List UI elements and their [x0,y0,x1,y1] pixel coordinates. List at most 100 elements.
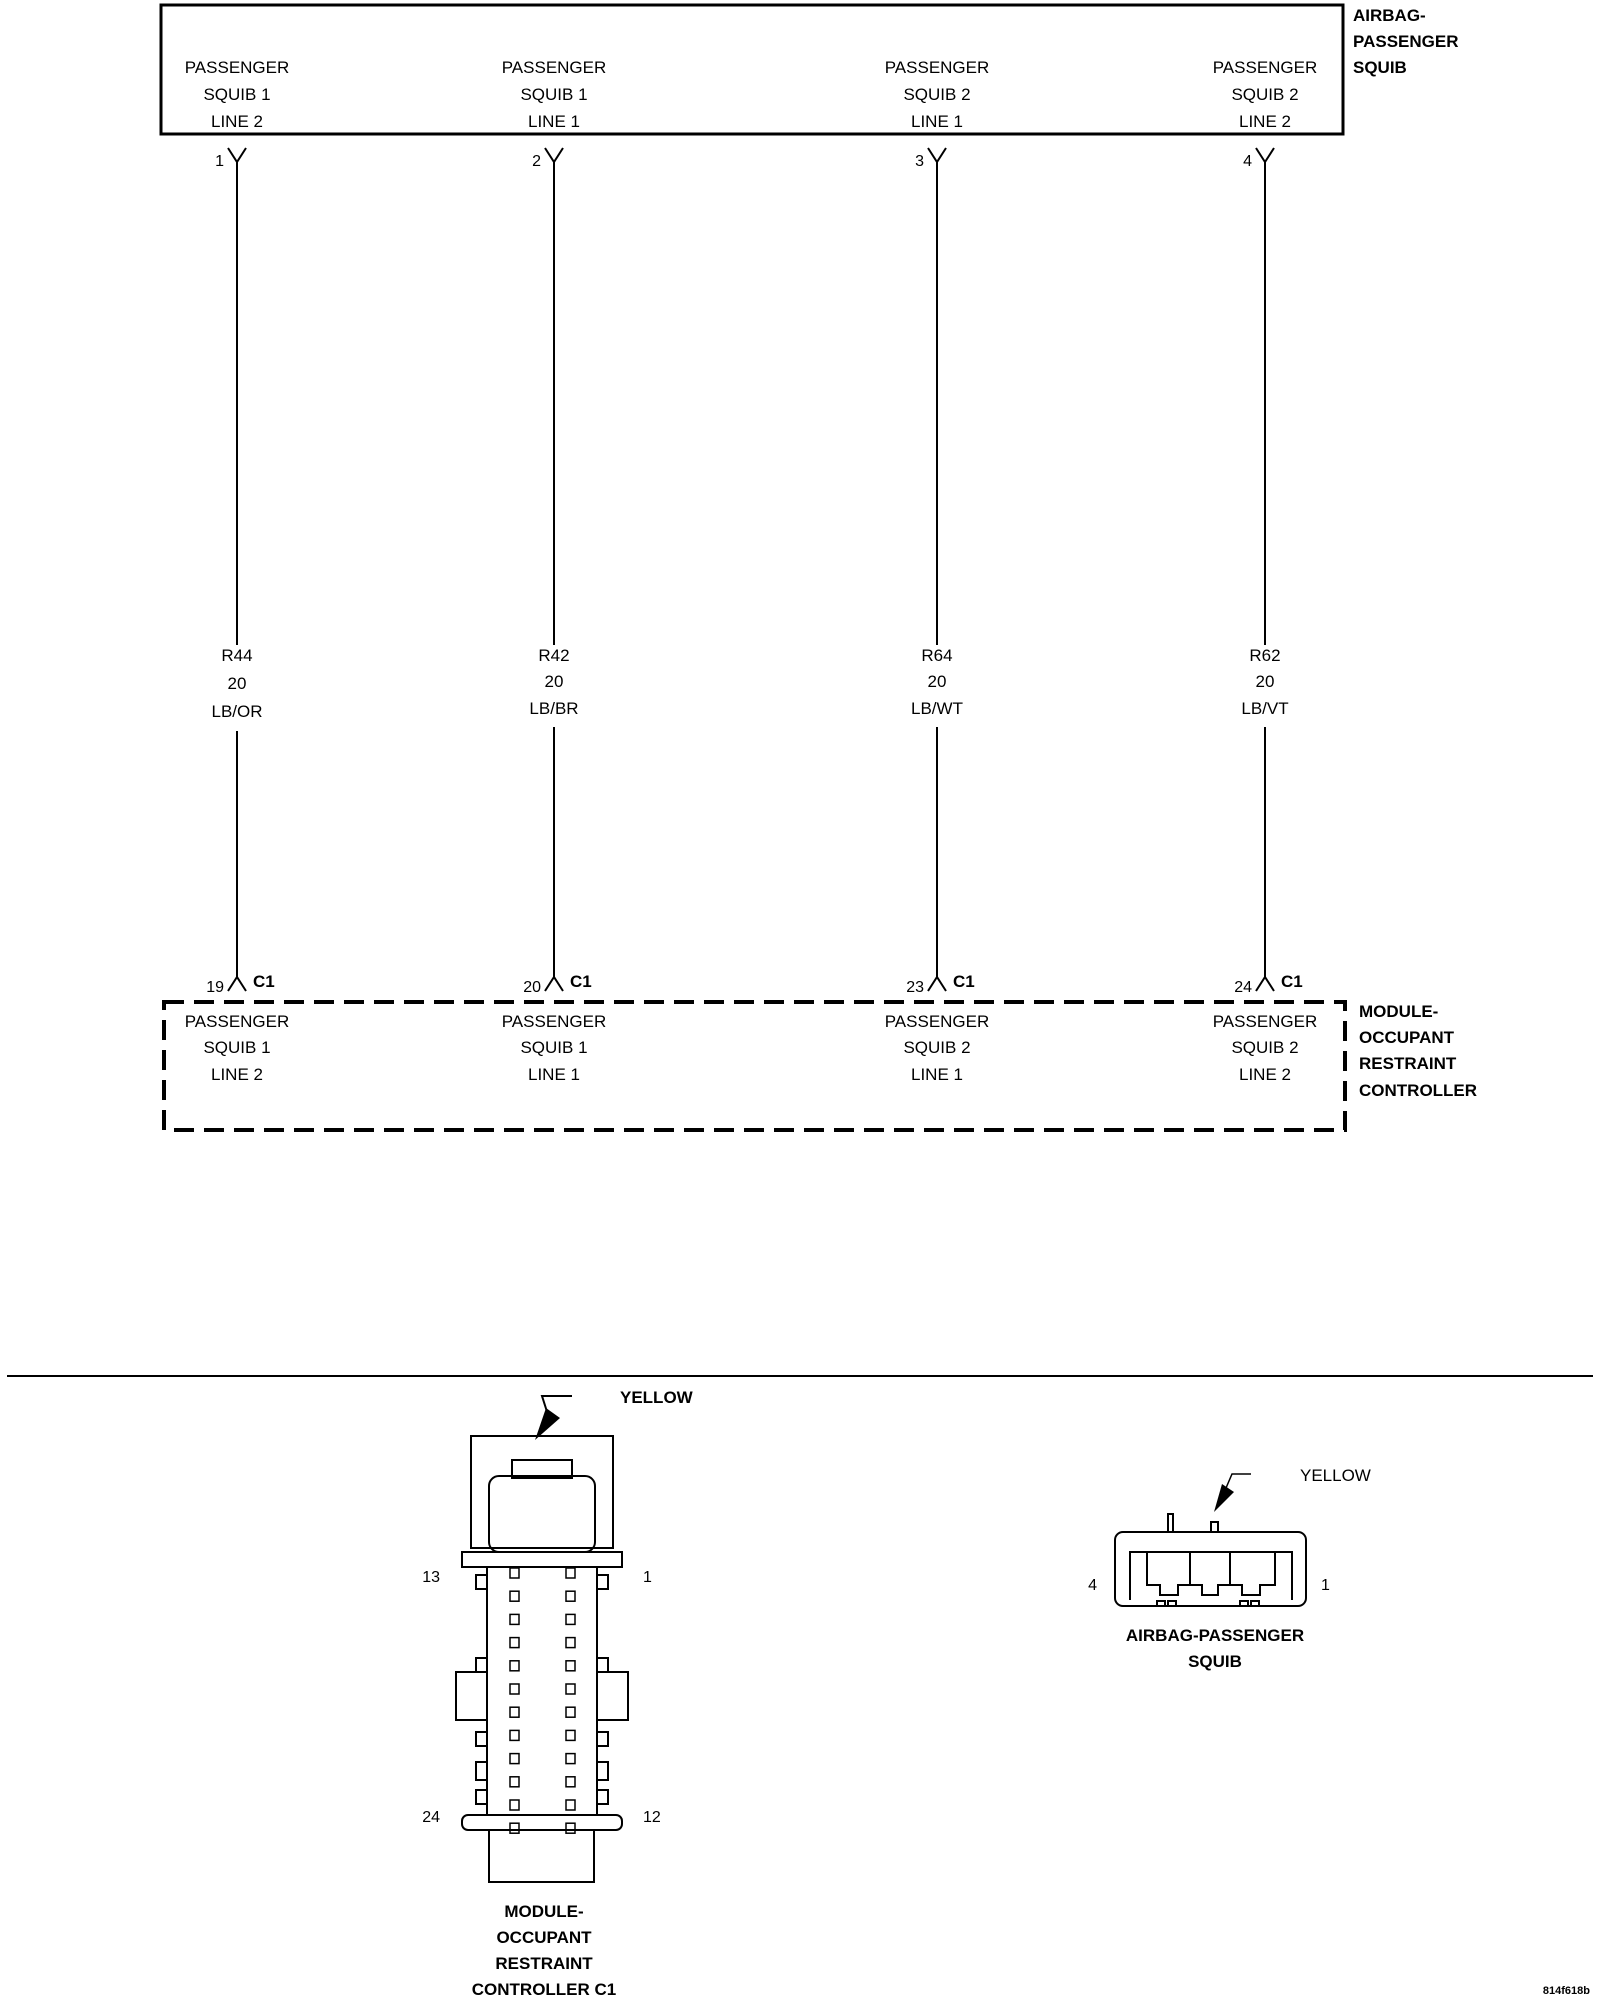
svg-text:3: 3 [915,153,924,170]
cavity [509,1590,520,1602]
cavity [509,1613,520,1626]
cavity [509,1636,520,1649]
svg-text:OCCUPANT: OCCUPANT [1359,1028,1455,1047]
svg-text:C1: C1 [570,972,592,991]
cavity [509,1706,520,1718]
svg-text:2: 2 [532,153,541,170]
svg-text:OCCUPANT: OCCUPANT [496,1928,592,1947]
cavity [509,1683,520,1695]
svg-text:20: 20 [228,674,247,693]
bottom-pin-numbers: 19 20 23 24 [206,979,1252,996]
wires [236,162,1266,977]
squib-yellow-arrow [1214,1473,1251,1512]
orc-c1-color-label: YELLOW [620,1388,694,1407]
svg-text:PASSENGER: PASSENGER [502,1012,607,1031]
cavity [509,1567,520,1579]
svg-text:PASSENGER: PASSENGER [185,1012,290,1031]
orc-c1-pin-labels: 13 1 24 12 [422,1569,661,1826]
squib-pin-label-left: 4 [1088,1577,1097,1594]
svg-text:PASSENGER: PASSENGER [1213,58,1318,77]
bottom-terminals [227,975,1275,992]
top-pin-numbers: 1 2 3 4 [215,153,1252,170]
cavity [509,1799,520,1811]
squib-title: AIRBAG-PASSENGER SQUIB [1126,1626,1304,1671]
cavity [565,1660,576,1672]
svg-text:LB/WT: LB/WT [911,699,963,718]
svg-text:1: 1 [215,153,224,170]
svg-text:24: 24 [422,1809,440,1826]
svg-text:AIRBAG-PASSENGER: AIRBAG-PASSENGER [1126,1626,1304,1645]
svg-text:MODULE-: MODULE- [504,1902,583,1921]
cavity [509,1776,520,1788]
svg-text:4: 4 [1243,153,1252,170]
svg-text:20: 20 [928,672,947,691]
svg-text:C1: C1 [953,972,975,991]
cavity [565,1752,576,1765]
orc-c1-connector-view [455,1435,629,1883]
cavity [565,1683,576,1695]
airbag-passenger-squib-box [159,3,1345,136]
svg-text:SQUIB 1: SQUIB 1 [203,1038,270,1057]
svg-text:12: 12 [643,1809,661,1826]
svg-text:19: 19 [206,979,224,996]
svg-text:C1: C1 [1281,972,1303,991]
svg-text:LB/BR: LB/BR [529,699,578,718]
svg-text:SQUIB: SQUIB [1353,58,1407,77]
svg-text:CONTROLLER C1: CONTROLLER C1 [472,1980,617,1999]
cavity [565,1776,576,1788]
svg-text:LINE 2: LINE 2 [211,112,263,131]
cavity [565,1613,576,1626]
svg-text:C1: C1 [253,972,275,991]
svg-text:R62: R62 [1249,646,1280,665]
svg-text:R64: R64 [921,646,952,665]
svg-text:1: 1 [643,1569,652,1586]
orc-c1-title: MODULE- OCCUPANT RESTRAINT CONTROLLER C1 [472,1902,617,1999]
svg-text:PASSENGER: PASSENGER [885,58,990,77]
svg-text:PASSENGER: PASSENGER [1213,1012,1318,1031]
top-pin-labels: PASSENGER SQUIB 1 LINE 2 PASSENGER SQUIB… [185,58,1318,131]
svg-text:SQUIB 2: SQUIB 2 [903,1038,970,1057]
figure-id: 814f618b [1543,1985,1590,1997]
svg-text:RESTRAINT: RESTRAINT [495,1954,593,1973]
svg-text:AIRBAG-: AIRBAG- [1353,6,1426,25]
cavity [509,1822,520,1834]
svg-text:20: 20 [523,979,541,996]
svg-text:23: 23 [906,979,924,996]
svg-text:SQUIB 2: SQUIB 2 [1231,1038,1298,1057]
svg-text:SQUIB 1: SQUIB 1 [203,85,270,104]
svg-text:CONTROLLER: CONTROLLER [1359,1081,1477,1100]
svg-text:LINE 1: LINE 1 [528,1065,580,1084]
svg-text:SQUIB 1: SQUIB 1 [520,1038,587,1057]
svg-text:LINE 2: LINE 2 [211,1065,263,1084]
cavity [509,1752,520,1765]
svg-text:LINE 1: LINE 1 [911,112,963,131]
cavity [565,1567,576,1579]
orc-c1-cavities [509,1567,576,1834]
svg-text:PASSENGER: PASSENGER [885,1012,990,1031]
svg-text:SQUIB 1: SQUIB 1 [520,85,587,104]
svg-text:13: 13 [422,1569,440,1586]
cavity [565,1799,576,1811]
svg-text:LINE 2: LINE 2 [1239,112,1291,131]
svg-text:MODULE-: MODULE- [1359,1002,1438,1021]
cavity [565,1590,576,1602]
svg-text:SQUIB: SQUIB [1188,1652,1242,1671]
bottom-pin-labels: PASSENGER SQUIB 1 LINE 2 PASSENGER SQUIB… [185,1012,1318,1084]
svg-text:PASSENGER: PASSENGER [1353,32,1459,51]
svg-text:PASSENGER: PASSENGER [185,58,290,77]
cavity [565,1636,576,1649]
wire-labels: R44 20 LB/OR R42 20 LB/BR R64 20 LB/WT R… [211,646,1288,721]
cavity [509,1660,520,1672]
svg-text:LB/VT: LB/VT [1241,699,1288,718]
cavity [565,1706,576,1718]
orc-module-box [162,1000,1347,1132]
cavity [509,1729,520,1742]
svg-text:SQUIB 2: SQUIB 2 [1231,85,1298,104]
orc-c1-yellow-arrow [535,1395,572,1440]
svg-text:LINE 2: LINE 2 [1239,1065,1291,1084]
svg-text:R44: R44 [221,646,252,665]
svg-text:20: 20 [545,672,564,691]
top-terminals [227,147,1275,164]
connector-c1-labels: C1 C1 C1 C1 [253,972,1303,991]
squib-color-label: YELLOW [1300,1466,1371,1485]
